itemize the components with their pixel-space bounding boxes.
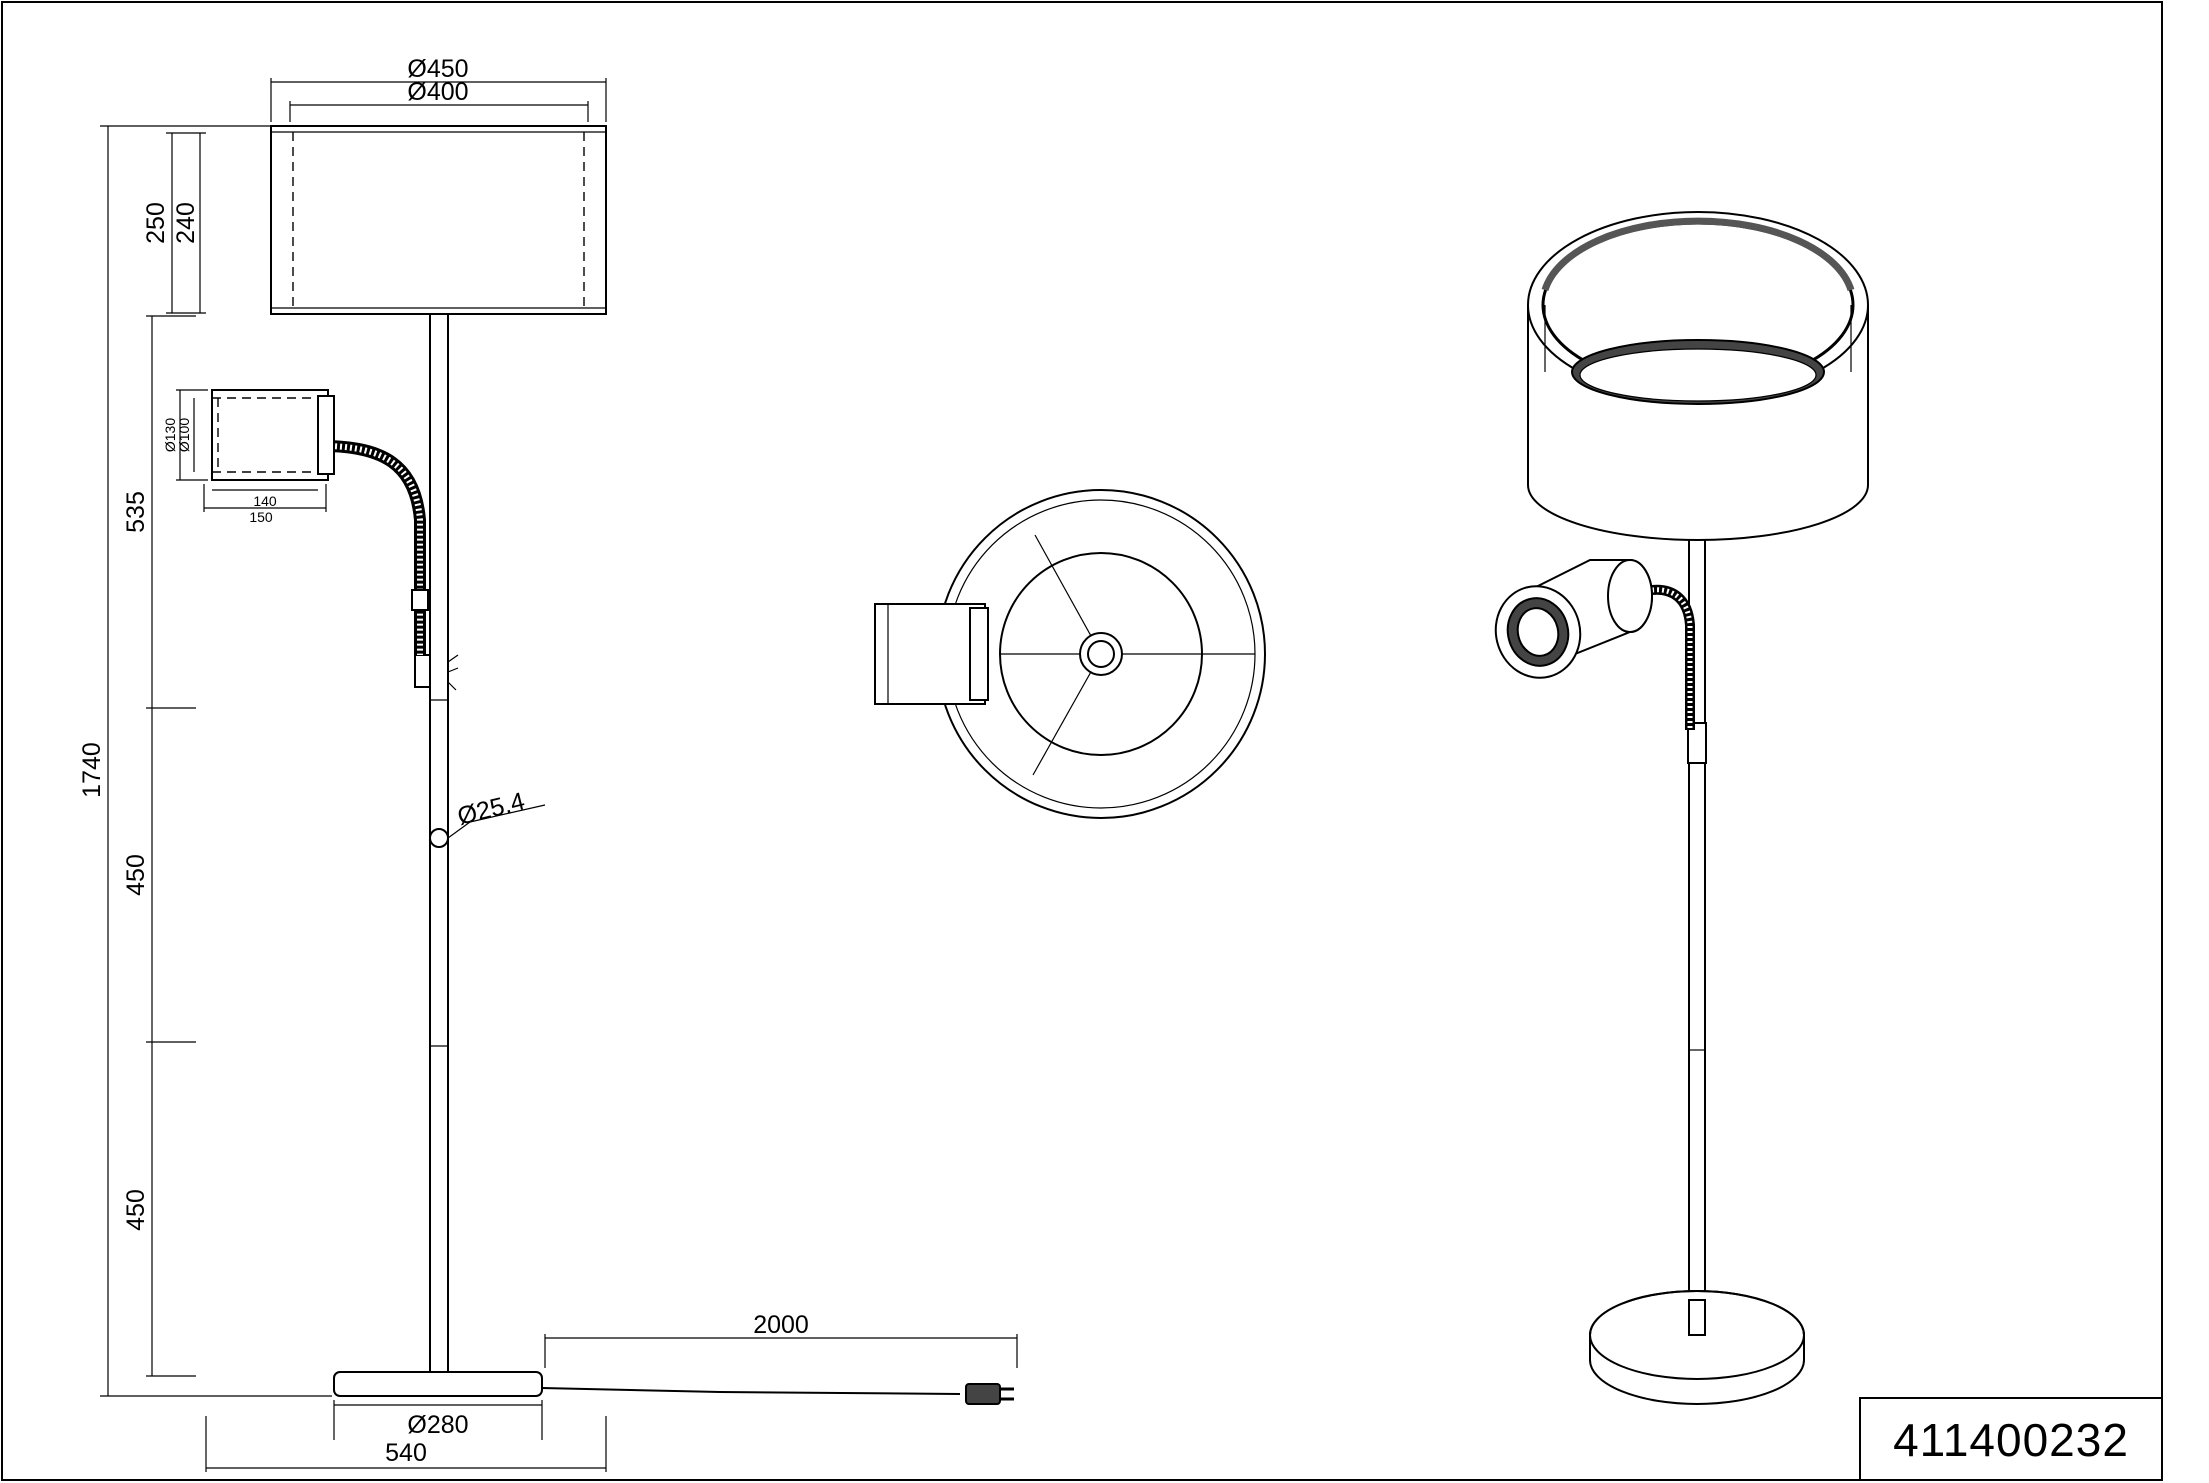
dim-shade-outer: Ø450: [407, 55, 468, 83]
perspective-spot: [1494, 559, 1653, 679]
dim-tube-diameter: Ø25.4: [455, 787, 528, 831]
dim-total-height: 1740: [78, 742, 106, 798]
dim-spot-inner-length: 140: [253, 493, 277, 509]
flexible-arm: [329, 440, 429, 655]
perspective-base: [1589, 1290, 1805, 1405]
dim-spot-inner: Ø100: [176, 418, 192, 452]
dim-spot-outer-length: 150: [249, 509, 273, 525]
part-number: 411400232: [1893, 1414, 2129, 1466]
overall-width-dimension: 540: [205, 1416, 607, 1472]
front-view: Ø450 Ø400: [78, 55, 1018, 1472]
top-view-spot: [874, 603, 989, 705]
dim-overall-width: 540: [385, 1439, 427, 1467]
plug: [965, 1383, 1001, 1405]
dim-spot-outer: Ø130: [162, 418, 178, 452]
dim-upper-section: 535: [122, 491, 150, 533]
dim-shade-height: 250: [142, 202, 170, 244]
drawing-border: [1, 1, 2163, 1481]
top-view-socket: [1079, 632, 1123, 676]
perspective-shade: [1527, 211, 1869, 541]
main-shade: [270, 125, 607, 315]
dim-base-diameter: Ø280: [407, 1411, 468, 1439]
dim-middle-section: 450: [122, 854, 150, 896]
dimmer-switch: [414, 654, 459, 691]
height-dimensions: 250 240 535 1740 450 450: [78, 125, 332, 1397]
perspective-arm: [1651, 584, 1695, 730]
part-number-box: 411400232: [1859, 1397, 2163, 1481]
dim-shade-inner: Ø400: [407, 78, 468, 106]
floor-lamp-pole: [429, 313, 449, 1373]
dim-cable-length: 2000: [753, 1311, 809, 1339]
perspective-view: [1494, 211, 1869, 1405]
lamp-base: Ø280: [333, 1371, 543, 1440]
shade-diameter-dimensions: Ø450 Ø400: [270, 55, 607, 122]
dim-lower-section: 450: [122, 1189, 150, 1231]
reading-spot: Ø130 Ø100 140 150: [162, 389, 335, 525]
dim-shade-inner-height: 240: [172, 202, 200, 244]
power-cable: 2000: [541, 1311, 1018, 1405]
tube-diameter-leader: Ø25.4: [447, 787, 546, 839]
top-view: [874, 489, 1266, 819]
